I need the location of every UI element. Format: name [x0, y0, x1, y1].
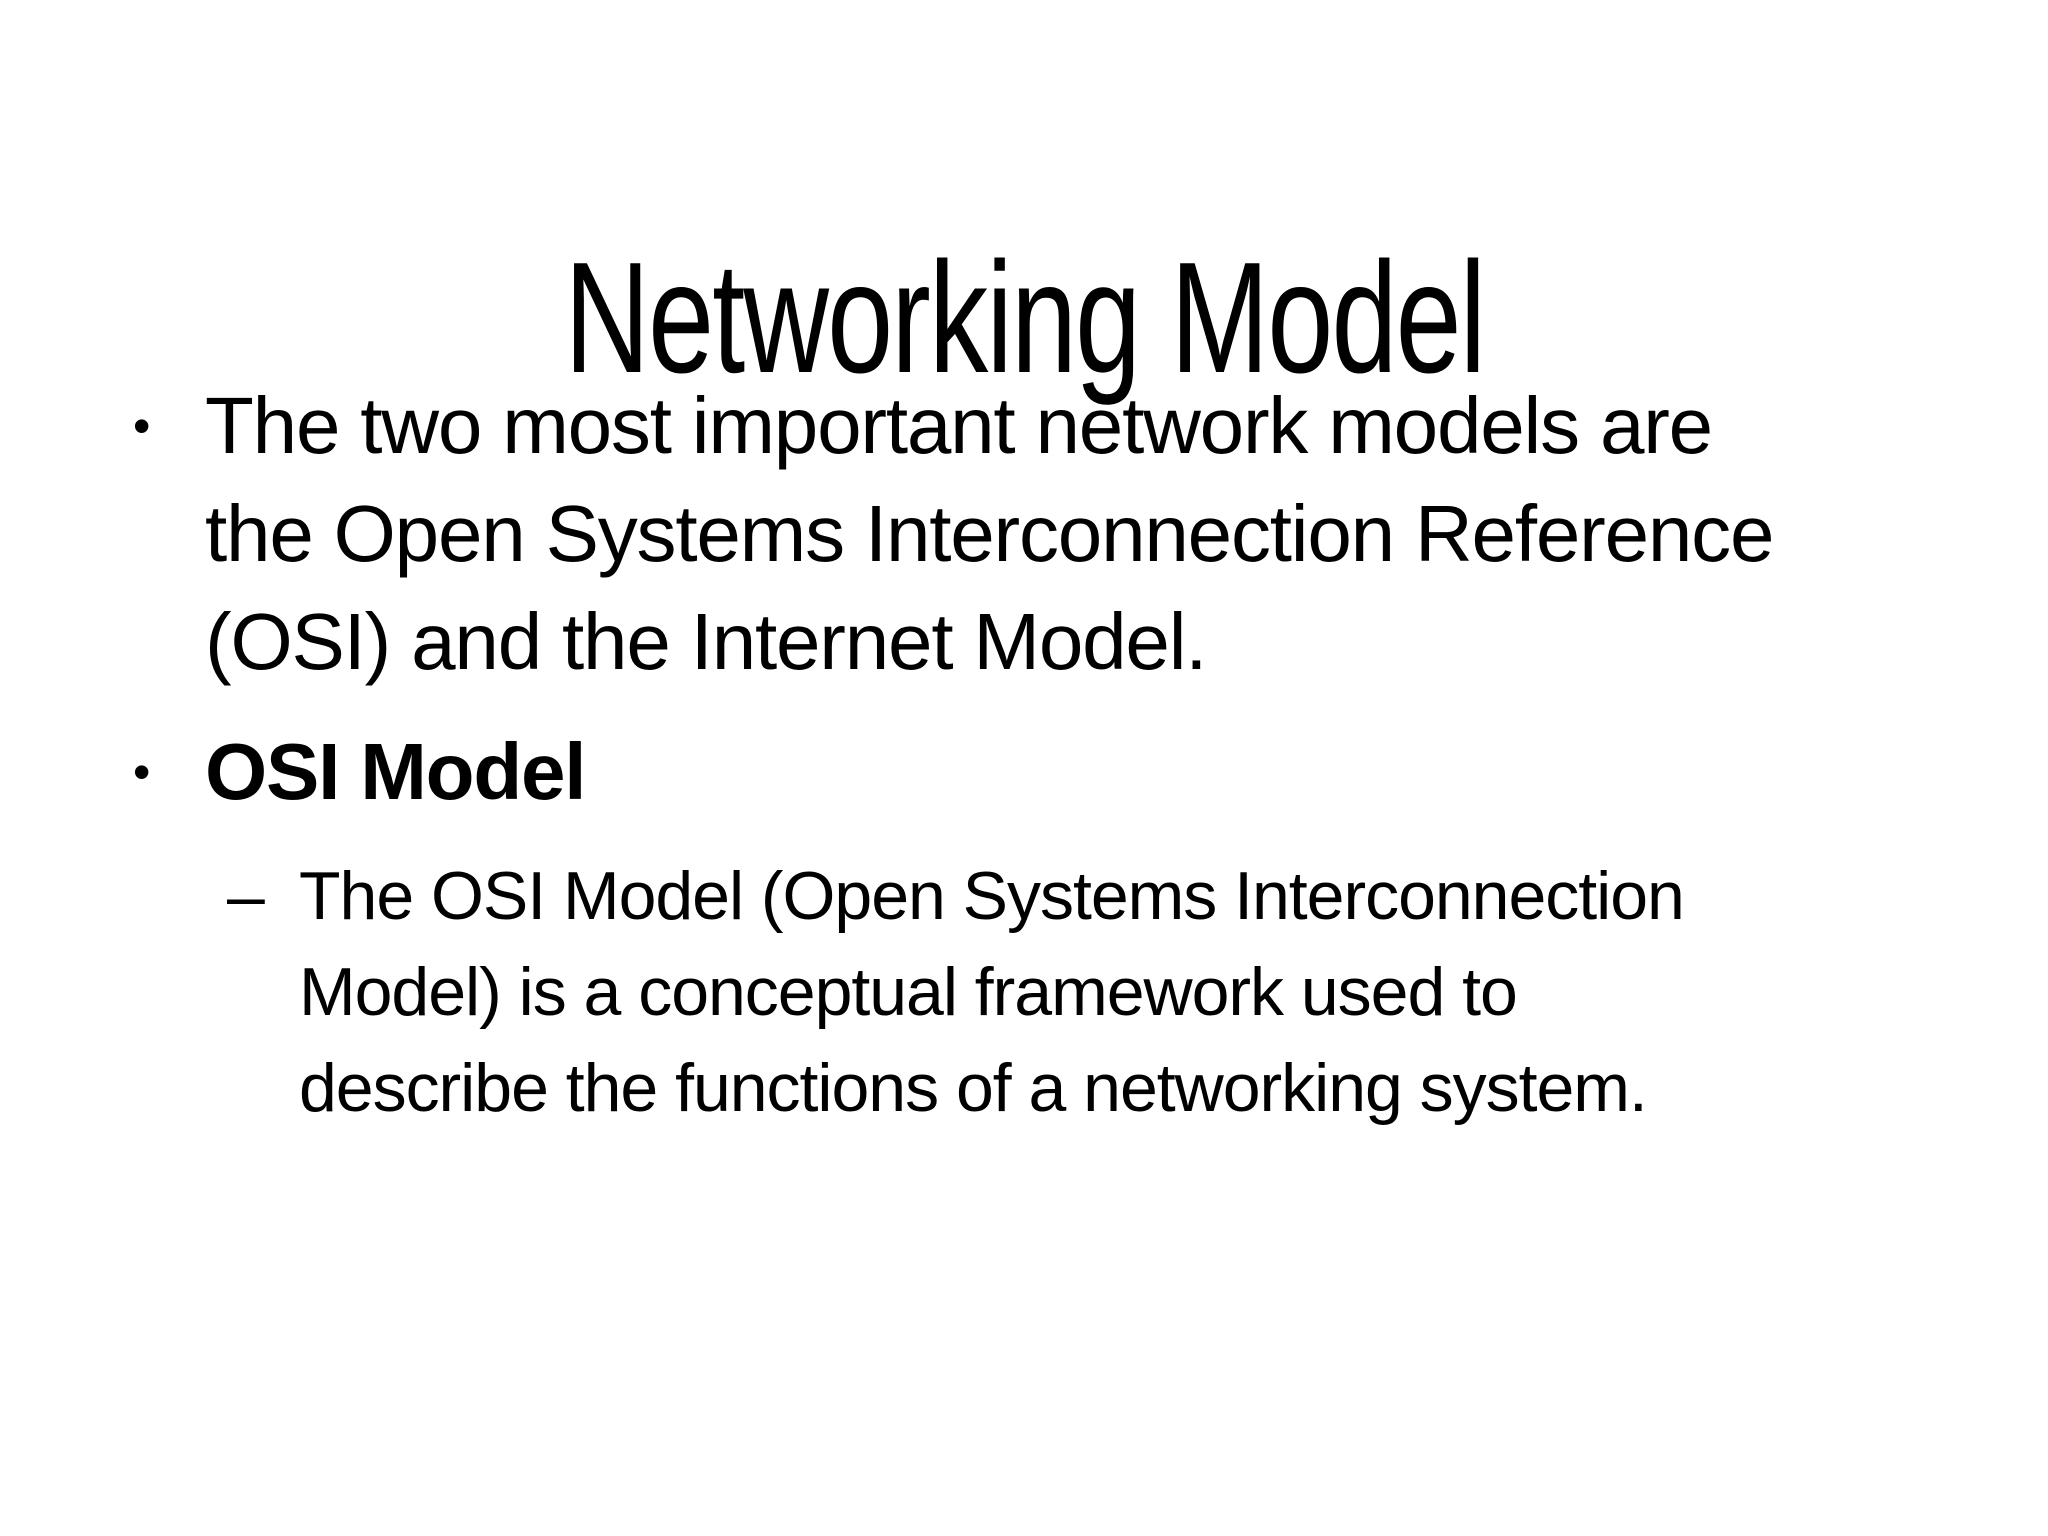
sub-bullet-text: The OSI Model (Open Systems Interconnect… [299, 858, 1685, 1126]
sub-bullet-item-osi-definition: – The OSI Model (Open Systems Interconne… [227, 848, 1988, 1136]
bullet-text: OSI Model [205, 727, 587, 816]
dash-bullet-icon: – [227, 858, 265, 934]
bullet-item-osi-model: • OSI Model [133, 718, 1988, 826]
bullet-dot-icon: • [133, 398, 150, 454]
slide-title: Networking Model [0, 224, 2048, 414]
bullet-dot-icon: • [133, 744, 150, 800]
slide-title-text: Networking Model [564, 229, 1486, 406]
bullet-text: The two most important network models ar… [205, 381, 1774, 686]
bullet-item-network-models: • The two most important network models … [133, 372, 1988, 696]
slide-body: • The two most important network models … [133, 372, 1988, 1136]
